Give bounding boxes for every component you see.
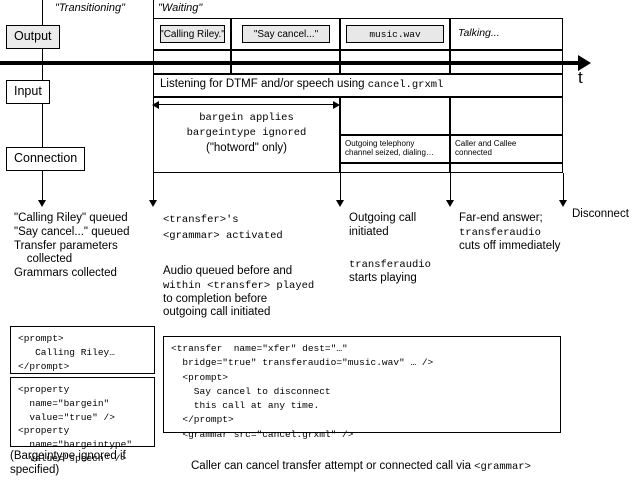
droplink-0-mid2 xyxy=(42,104,43,147)
time-axis-line xyxy=(0,61,580,65)
grid-cell-bargein xyxy=(153,97,340,173)
role-box-connection: Connection xyxy=(6,147,86,171)
bottom-caption-grammar: <grammar> xyxy=(474,461,531,473)
event-grammar-activated-line-1-mono: <grammar> activated xyxy=(163,229,283,242)
event-queue-line-1: "Say cancel..." queued xyxy=(14,225,130,238)
bottom-caption: Caller can cancel transfer attempt or co… xyxy=(191,460,531,473)
bargein-note-line3: ("hotword" only) xyxy=(205,141,288,154)
code-box-transfer: <transfer name="xfer" dest="…" bridge="t… xyxy=(163,336,561,440)
grid-cell-output-4 xyxy=(450,18,563,50)
bargein-note: bargein applies bargeintype ignored ("ho… xyxy=(153,110,340,156)
event-queue: "Calling Riley" queued "Say cancel..." q… xyxy=(14,212,164,281)
droplink-1-top xyxy=(153,0,154,18)
code-box-property: <property name="bargein" value="true" />… xyxy=(10,377,155,464)
event-queue-line-4: Grammars collected xyxy=(14,267,117,280)
bargein-span-arrow-right-icon xyxy=(333,101,340,109)
event-grammar-sub-line-2: to completion before xyxy=(163,292,268,305)
droplink-2-arrow-icon xyxy=(336,200,344,207)
output-chip-say-cancel: "Say cancel..." xyxy=(242,25,330,43)
droplink-3-bottom xyxy=(450,173,451,204)
event-grammar-activated-sub: Audio queued before and within <transfer… xyxy=(163,265,343,320)
event-grammar-activated-line-0: <transfer>'s xyxy=(163,214,239,226)
code-box-prompt: <prompt> Calling Riley… </prompt> xyxy=(10,326,155,374)
event-grammar-sub-line-3: outgoing call initiated xyxy=(163,306,271,319)
connection-cell-2-line2: connected xyxy=(455,147,492,157)
event-outgoing-call-sub: transferaudio starts playing xyxy=(349,258,459,286)
event-far-end-line-1: transferaudio xyxy=(459,226,541,239)
output-label-talking: Talking... xyxy=(458,27,500,39)
droplink-0-bottom xyxy=(42,171,43,204)
event-grammar-activated: <transfer>'s <grammar> activated xyxy=(163,212,338,243)
grid-cell-input-span xyxy=(153,74,563,97)
event-outgoing-call: Outgoing call initiated xyxy=(349,212,449,240)
event-disconnect: Disconnect xyxy=(572,208,629,220)
bottom-caption-plain: Caller can cancel transfer attempt or co… xyxy=(191,460,475,472)
event-outgoing-sub-line-0: transferaudio xyxy=(349,259,431,271)
connection-cell-1-line1: Outgoing telephony xyxy=(345,139,415,148)
output-chip-calling-riley: "Calling Riley." xyxy=(160,25,225,43)
event-grammar-sub-line-1: within <transfer> played xyxy=(163,279,315,292)
droplink-4-bottom xyxy=(563,173,564,204)
bargein-note-line1-mono: bargein applies xyxy=(199,112,294,124)
event-far-end-line-0: Far-end answer; xyxy=(459,212,543,224)
output-chip-music-wav: music.wav xyxy=(346,25,444,43)
connection-cell-1-line2: channel seized, dialing… xyxy=(345,147,434,157)
grid-cell-conn-foot-1 xyxy=(340,163,450,173)
connection-cell-1-text: Outgoing telephony channel seized, diali… xyxy=(345,139,447,158)
droplink-3-arrow-icon xyxy=(446,200,454,207)
grid-cell-connection-1 xyxy=(340,135,450,163)
grid-cell-connection-2 xyxy=(450,135,563,163)
event-grammar-sub-line-0: Audio queued before and xyxy=(163,265,293,277)
bargein-note-line2-mono: bargeintype ignored xyxy=(186,127,307,140)
event-outgoing-sub-line-1: starts playing xyxy=(349,271,417,284)
droplink-4-arrow-icon xyxy=(559,200,567,207)
event-outgoing-call-line-0: Outgoing call xyxy=(349,212,417,224)
connection-cell-2-line1: Caller and Callee xyxy=(455,139,517,148)
grid-cell-output-1 xyxy=(153,18,231,50)
time-axis-label: t xyxy=(578,68,583,87)
droplink-1-bottom xyxy=(153,173,154,204)
grid-cell-conn-foot-2 xyxy=(450,163,563,173)
bargein-span-line xyxy=(158,104,338,105)
grid-cell-conn-gap-2 xyxy=(450,97,563,135)
event-far-end-answer: Far-end answer; transferaudio cuts off i… xyxy=(459,212,584,253)
role-box-output: Output xyxy=(6,25,60,49)
bargeintype-note: (Bargeintype ignored if specified) xyxy=(10,450,126,476)
grid-cell-conn-gap-1 xyxy=(340,97,450,135)
state-label-transitioning: "Transitioning" xyxy=(55,2,125,14)
event-queue-line-3: collected xyxy=(14,253,73,266)
grid-cell-output-2 xyxy=(231,18,340,50)
droplink-0-arrow-icon xyxy=(38,200,46,207)
droplink-2-bottom xyxy=(340,173,341,204)
connection-cell-2-text: Caller and Callee connected xyxy=(455,139,559,158)
input-row-text: Listening for DTMF and/or speech using c… xyxy=(160,78,443,91)
droplink-1-arrow-icon xyxy=(149,200,157,207)
input-row-text-plain: Listening for DTMF and/or speech using xyxy=(160,78,368,90)
event-far-end-line-2: cuts off immediately xyxy=(459,239,561,252)
input-row-grammar-file: cancel.grxml xyxy=(367,79,444,91)
droplink-0-mid1 xyxy=(42,49,43,80)
event-queue-line-0: "Calling Riley" queued xyxy=(14,212,128,224)
bargein-span-arrow-left-icon xyxy=(152,101,159,109)
droplink-0-top xyxy=(42,0,43,25)
state-label-waiting: "Waiting" xyxy=(158,2,203,14)
grid-cell-output-3 xyxy=(340,18,450,50)
role-box-input: Input xyxy=(6,80,50,104)
event-outgoing-call-line-1: initiated xyxy=(349,225,389,238)
event-queue-line-2: Transfer parameters xyxy=(14,239,118,252)
time-axis-arrow-icon xyxy=(578,55,591,71)
